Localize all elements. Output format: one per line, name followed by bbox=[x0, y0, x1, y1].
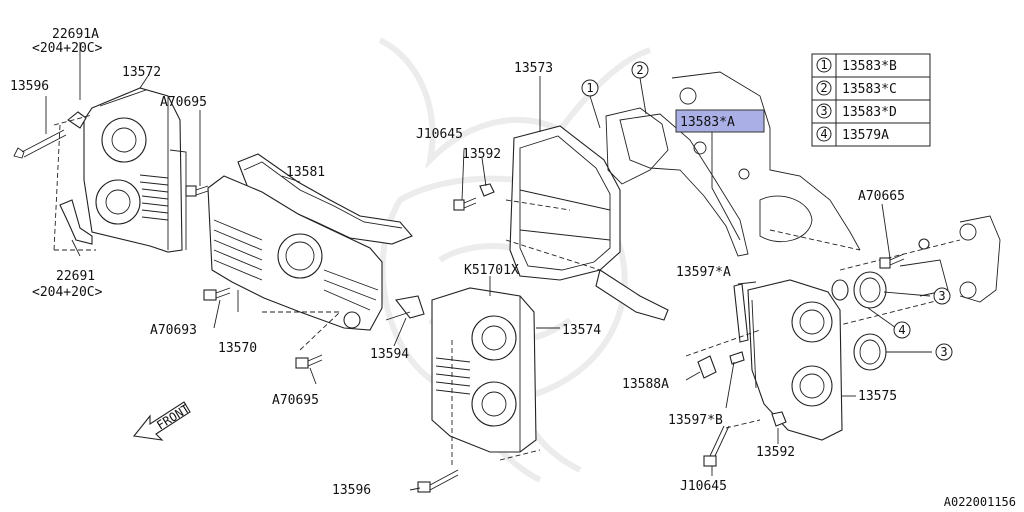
callout-num-4: 4 bbox=[898, 323, 905, 337]
legend-num-1: 1 bbox=[820, 58, 827, 72]
legend-part-2[interactable]: 13583*C bbox=[842, 82, 897, 97]
label-13581[interactable]: 13581 bbox=[286, 165, 325, 180]
label-13574[interactable]: 13574 bbox=[562, 323, 601, 338]
dashline-13574 bbox=[451, 340, 541, 468]
dashline-13575 bbox=[685, 329, 761, 429]
label-j10645-upper[interactable]: J10645 bbox=[416, 127, 463, 142]
part-13572-cover[interactable] bbox=[83, 87, 187, 253]
bolt-a70695-lower[interactable] bbox=[295, 354, 323, 369]
figure-id: A022001156 bbox=[944, 495, 1016, 509]
bolt-j10645-lower[interactable] bbox=[703, 425, 730, 467]
legend-num-2: 2 bbox=[820, 81, 827, 95]
label-13594[interactable]: 13594 bbox=[370, 347, 409, 362]
label-j10645-lower[interactable]: J10645 bbox=[680, 479, 727, 494]
callout-num-1: 1 bbox=[586, 81, 593, 95]
label-204-20c-top: <204+20C> bbox=[32, 41, 103, 56]
front-arrow-icon bbox=[132, 401, 191, 441]
dashline-13573 bbox=[505, 199, 601, 271]
nut-13592-upper[interactable] bbox=[479, 183, 495, 197]
legend-num-3: 3 bbox=[820, 104, 827, 118]
part-13575-cover[interactable] bbox=[747, 279, 843, 441]
part-13570-cover[interactable] bbox=[207, 175, 383, 331]
label-a70695-upper[interactable]: A70695 bbox=[160, 95, 207, 110]
part-gasket-callout-2[interactable] bbox=[619, 113, 749, 257]
bolt-j10645-upper[interactable] bbox=[453, 197, 477, 211]
leader-lines bbox=[45, 42, 932, 491]
part-22691-bracket[interactable] bbox=[59, 199, 93, 245]
engine-block-outline bbox=[671, 71, 1001, 303]
part-13573-plate[interactable] bbox=[509, 125, 669, 321]
part-13594-seal[interactable] bbox=[385, 295, 425, 321]
seal-callout-3b[interactable] bbox=[853, 333, 887, 371]
callout-num-2: 2 bbox=[636, 63, 643, 77]
label-13597b[interactable]: 13597*B bbox=[668, 413, 723, 428]
label-a70693[interactable]: A70693 bbox=[150, 323, 197, 338]
legend-num-4: 4 bbox=[820, 127, 827, 141]
label-k51701x[interactable]: K51701X bbox=[464, 263, 519, 278]
legend-part-1[interactable]: 13583*B bbox=[842, 59, 897, 74]
label-22691[interactable]: 22691 bbox=[56, 269, 95, 284]
part-13597a-seal[interactable] bbox=[733, 283, 749, 343]
callout-num-3a: 3 bbox=[938, 289, 945, 303]
bolt-a70693[interactable] bbox=[203, 287, 231, 301]
bolt-13596-left[interactable] bbox=[13, 129, 67, 159]
label-13592-upper[interactable]: 13592 bbox=[462, 147, 501, 162]
label-13596-bottom[interactable]: 13596 bbox=[332, 483, 371, 498]
label-13597a[interactable]: 13597*A bbox=[676, 265, 731, 280]
dashline-13570 bbox=[262, 311, 342, 351]
label-13573[interactable]: 13573 bbox=[514, 61, 553, 76]
label-13575[interactable]: 13575 bbox=[858, 389, 897, 404]
label-13572[interactable]: 13572 bbox=[122, 65, 161, 80]
legend-table: 1 2 3 4 13583*B 13583*C 13583*D 13579A bbox=[811, 53, 931, 147]
part-13597b-seal[interactable] bbox=[729, 351, 745, 365]
part-13592-nut-lower[interactable] bbox=[771, 411, 787, 427]
label-22691a[interactable]: 22691A bbox=[52, 27, 99, 42]
label-13596-left[interactable]: 13596 bbox=[10, 79, 49, 94]
label-13588a[interactable]: 13588A bbox=[622, 377, 669, 392]
legend-part-3[interactable]: 13583*D bbox=[842, 105, 897, 120]
dashline-left-bracket bbox=[53, 114, 96, 251]
legend-part-4[interactable]: 13579A bbox=[842, 128, 889, 143]
part-gasket-callout-1[interactable] bbox=[605, 107, 669, 185]
highlight-box-13583a bbox=[675, 109, 765, 133]
bolt-a70695-upper[interactable] bbox=[185, 185, 209, 197]
part-22691a-bracket[interactable] bbox=[67, 111, 87, 129]
seal-callout-4[interactable] bbox=[831, 279, 849, 301]
part-13588a-bracket[interactable] bbox=[697, 355, 717, 379]
label-front: FRONT bbox=[154, 402, 192, 433]
bolt-a70665[interactable] bbox=[879, 238, 930, 269]
seal-callout-3a[interactable] bbox=[853, 271, 887, 309]
bolt-13596-bottom[interactable] bbox=[417, 469, 459, 493]
label-13592-lower[interactable]: 13592 bbox=[756, 445, 795, 460]
part-13574-cover[interactable] bbox=[431, 287, 537, 453]
label-13570[interactable]: 13570 bbox=[218, 341, 257, 356]
label-a70665[interactable]: A70665 bbox=[858, 189, 905, 204]
label-13583a[interactable]: 13583*A bbox=[680, 115, 735, 130]
label-204-20c-bottom: <204+20C> bbox=[32, 285, 103, 300]
callout-num-3b: 3 bbox=[940, 345, 947, 359]
callout-circles bbox=[581, 61, 953, 361]
label-a70695-lower[interactable]: A70695 bbox=[272, 393, 319, 408]
